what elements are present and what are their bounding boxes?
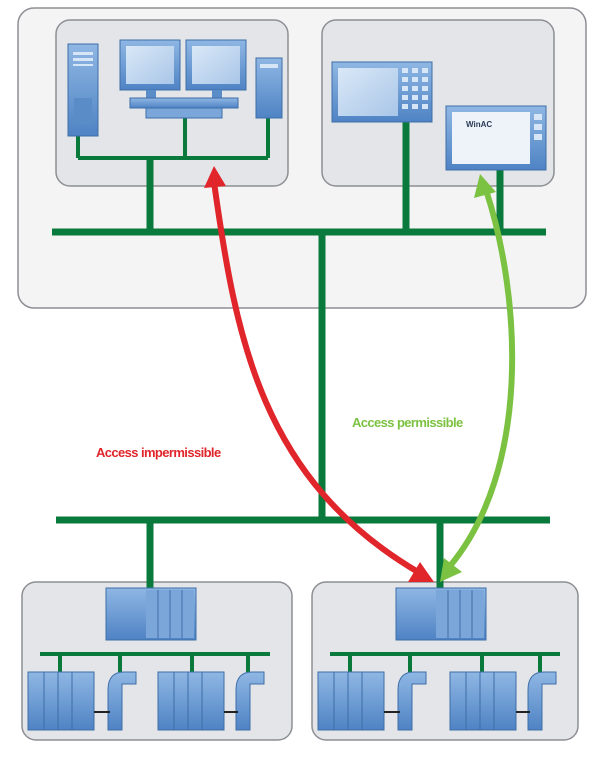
hmi-panel-icon [331,61,433,123]
winac-label: WinAC [466,120,492,129]
red-arrowhead-bottom-icon [408,562,434,582]
plc-controller-right-icon [395,587,487,641]
red-arrowhead-top-icon [204,166,226,188]
io-modules-right-a-icon [317,671,385,731]
internal-bus-lines [40,116,560,672]
workstation-monitors-icon [119,39,247,119]
io-modules-right-b-icon [449,671,517,731]
access-impermissible-arrow [204,166,434,582]
tower-pc-icon [67,43,99,137]
green-arrowhead-bottom-icon [440,558,462,582]
access-impermissible-label: Access impermissible [96,445,221,460]
green-arrowhead-top-icon [474,174,496,198]
plc-controller-left-icon [105,587,197,641]
robot-right-b-icon [527,671,557,731]
winac-panel-icon: WinAC [445,105,547,171]
io-modules-left-a-icon [27,671,95,731]
access-permissible-label: Access permissible [352,415,463,430]
access-permissible-arrow [440,174,516,582]
robot-left-a-icon [107,671,137,731]
network-switch-icon [255,57,283,119]
network-bus-lines [52,122,550,588]
robot-left-b-icon [235,671,265,731]
io-modules-left-b-icon [157,671,225,731]
robot-right-a-icon [397,671,427,731]
